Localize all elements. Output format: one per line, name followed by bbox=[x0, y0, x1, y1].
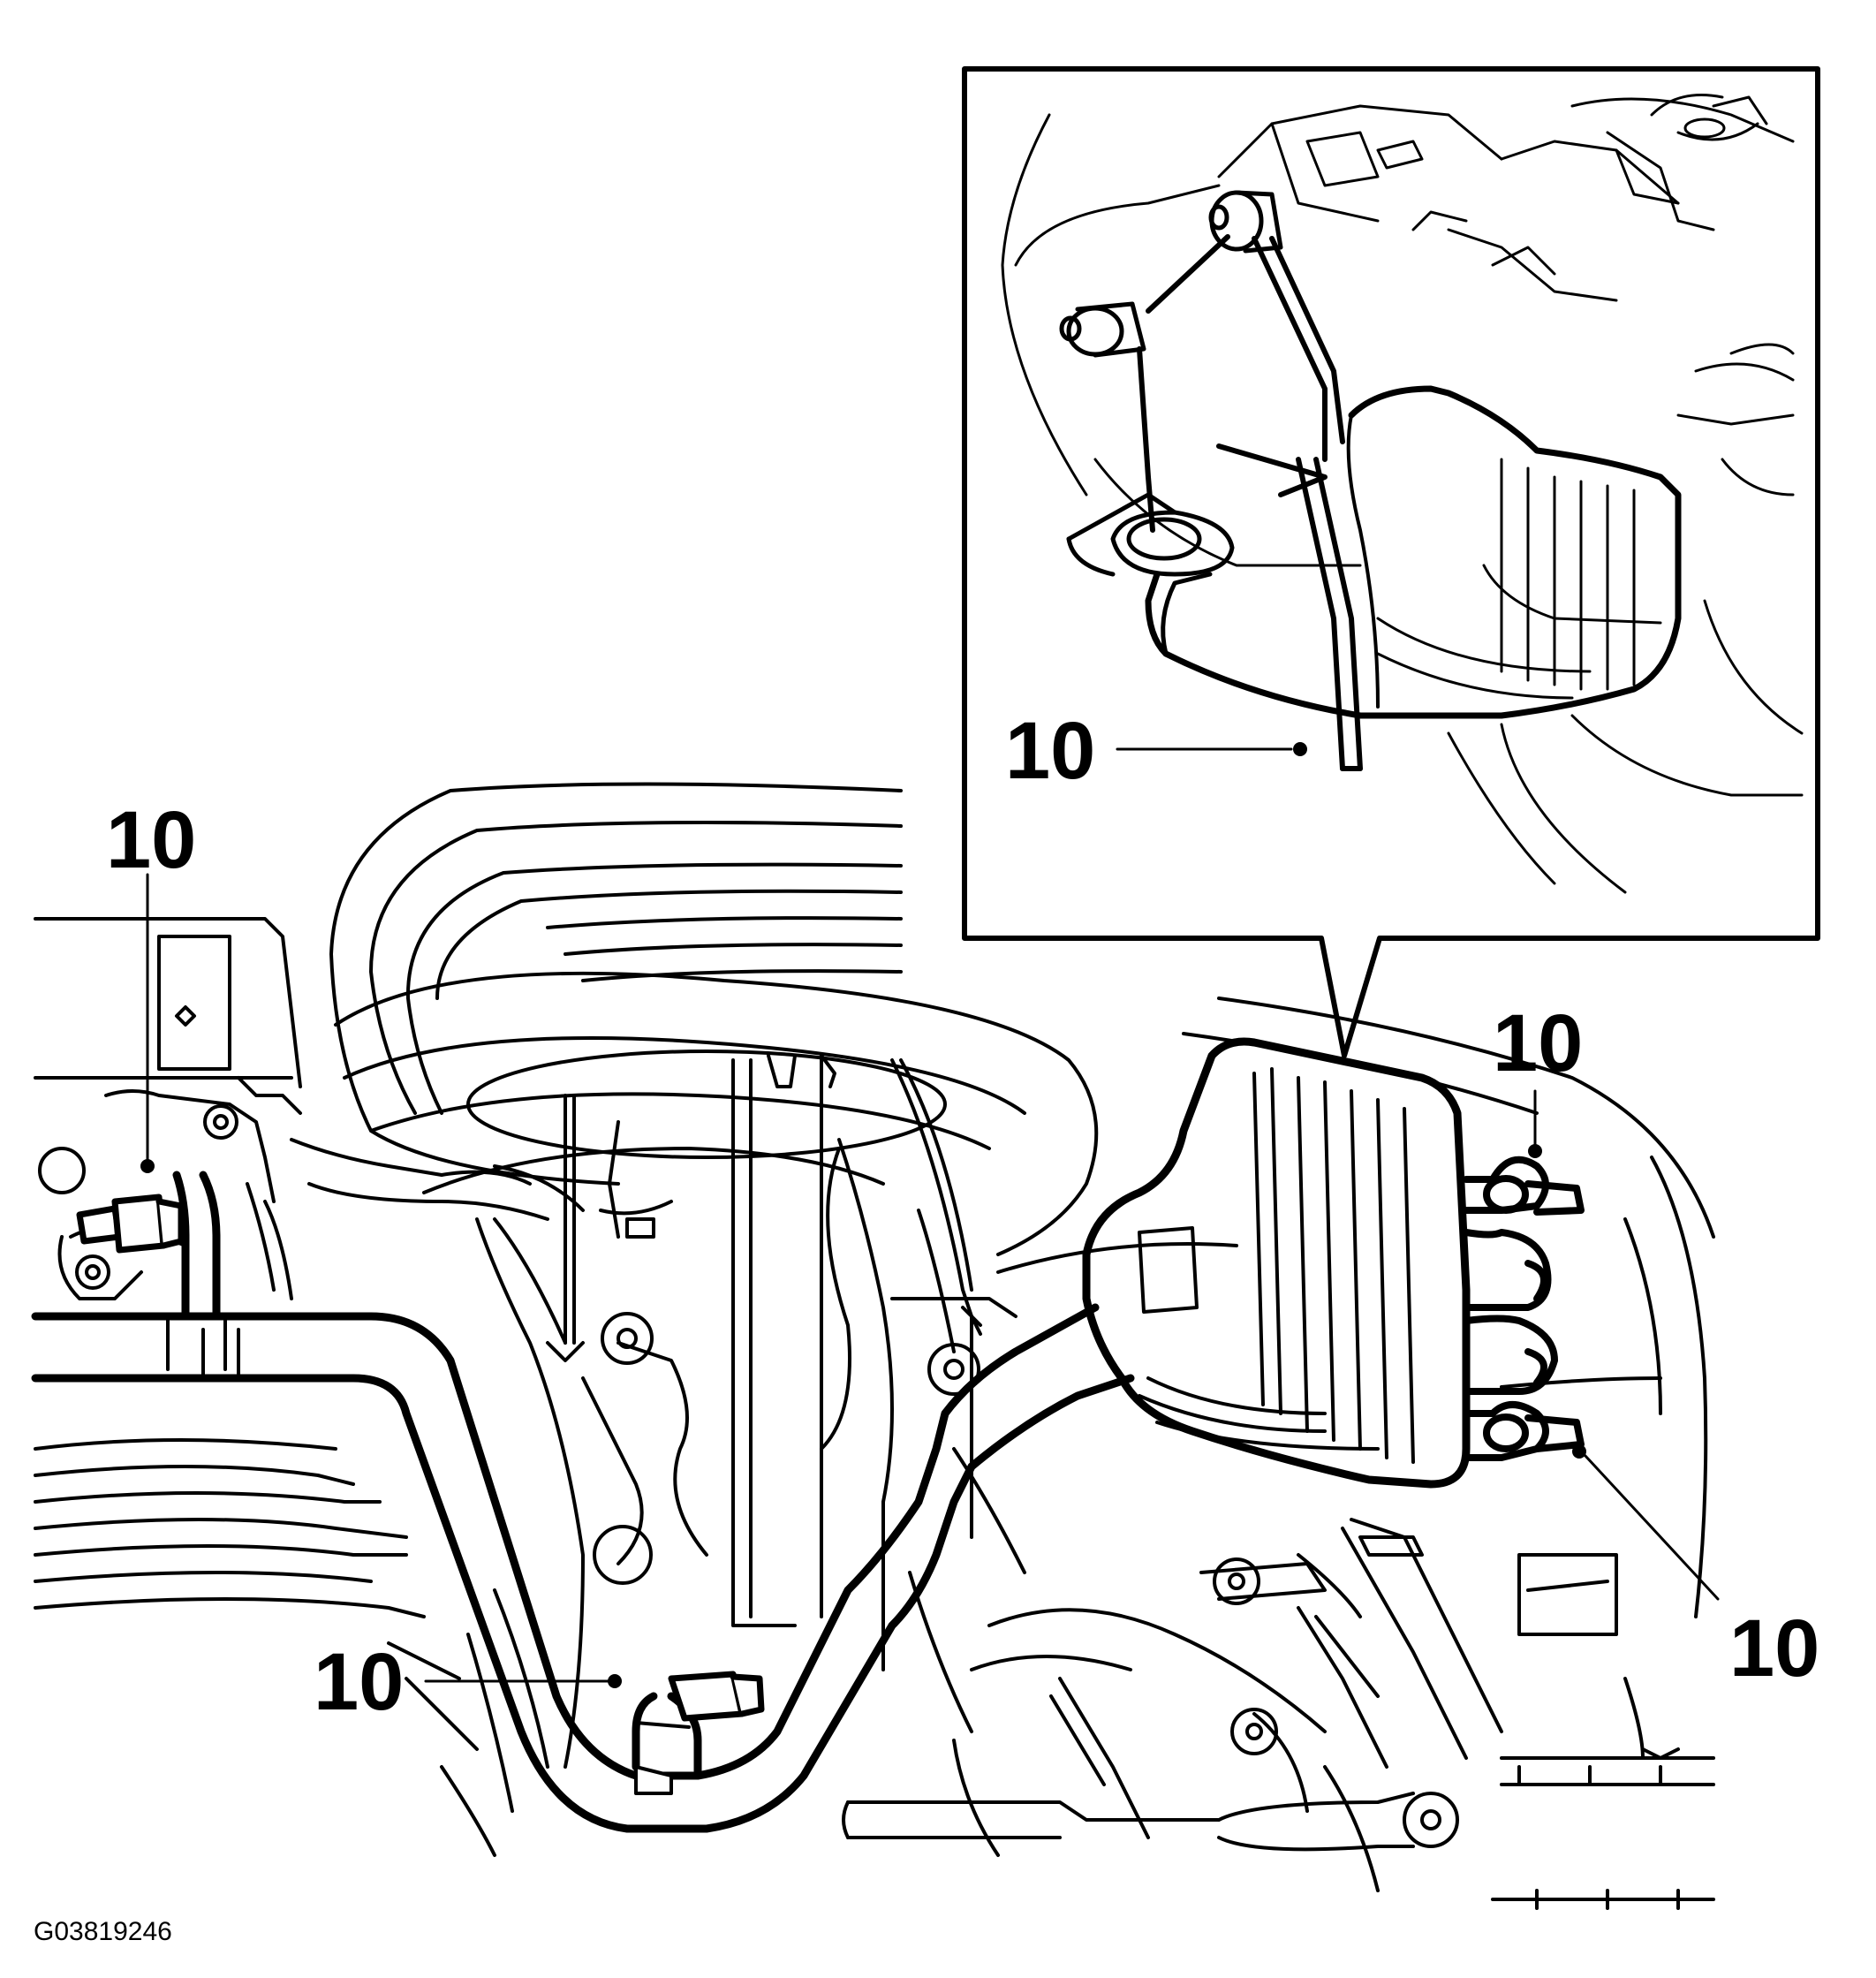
cooler-pipe-connectors bbox=[1463, 1156, 1585, 1461]
leader-dot-right-top bbox=[1528, 1144, 1542, 1158]
callout-bottom-center-label: 10 bbox=[314, 1637, 405, 1727]
callout-right-top-label: 10 bbox=[1493, 998, 1584, 1088]
line-clips bbox=[76, 1194, 765, 1795]
cooler-lines bbox=[31, 1171, 1135, 1833]
inset-cooler-lines bbox=[1137, 234, 1363, 771]
inset-frame bbox=[962, 66, 1820, 1058]
leader-dot-bottom-center bbox=[608, 1674, 622, 1688]
flywheel bbox=[329, 782, 1099, 1256]
oil-cooler-label-plate bbox=[1138, 1226, 1199, 1314]
callout-inset-label: 10 bbox=[1005, 706, 1096, 796]
callout-top-left-label: 10 bbox=[106, 795, 197, 885]
leader-dot-top-left bbox=[140, 1159, 155, 1173]
oil-cooler bbox=[1082, 1037, 1471, 1489]
inset-oil-pan-ribs bbox=[1376, 458, 1662, 700]
callout-leaders bbox=[140, 873, 1720, 1688]
lower-left-contours bbox=[34, 1315, 496, 1857]
figure-code: G03819246 bbox=[34, 1917, 172, 1946]
callout-right-bottom-label: 10 bbox=[1729, 1603, 1820, 1694]
leader-right-bottom bbox=[1584, 1454, 1720, 1601]
leader-dot-right-bottom bbox=[1572, 1444, 1586, 1459]
oil-cooler-fins bbox=[1138, 1067, 1415, 1464]
engine-mount-left bbox=[34, 917, 673, 1300]
inset-leader-dot bbox=[1293, 742, 1307, 756]
engine-block-outline bbox=[466, 1054, 1017, 1813]
inset-oil-pan bbox=[1145, 385, 1682, 719]
detail-inset bbox=[962, 66, 1820, 1058]
